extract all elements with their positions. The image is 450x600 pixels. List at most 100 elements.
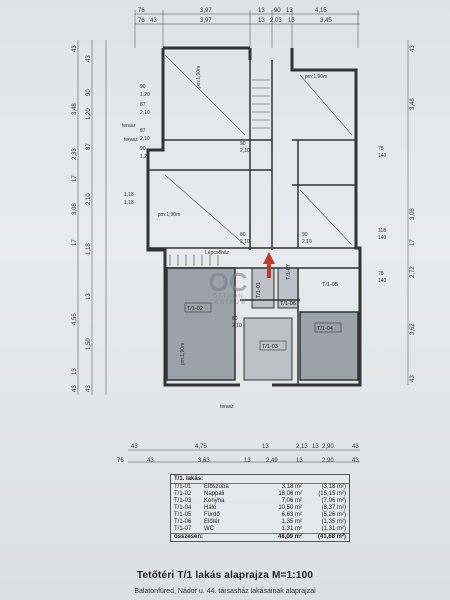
- room-label-t107: T/1-07: [286, 264, 292, 280]
- left-dim-8: 43: [72, 385, 78, 392]
- top-dim-2-1: 43: [150, 18, 157, 24]
- room-label-t106: T/1-06: [280, 301, 296, 307]
- pm-label-3: pm:1,90m: [158, 212, 180, 218]
- terrace-label-1: terasz: [122, 123, 136, 129]
- cell-area2: (5,26 m²): [321, 512, 346, 518]
- right-dim-4: 2,72: [410, 266, 416, 278]
- cell-area2: (15,15 m²): [318, 491, 346, 497]
- top-dim-1-1: 3,97: [200, 8, 212, 14]
- rside-num-4: 78: [378, 271, 384, 277]
- cell-name: Háló: [204, 505, 217, 511]
- side-num-4: 87: [140, 128, 146, 134]
- terrace-label-3: terasz: [220, 404, 234, 410]
- cell-area: 10,50 m²: [278, 505, 302, 511]
- staircase: [169, 79, 270, 266]
- door-dim-7: 80: [232, 316, 238, 322]
- rside-num-5: 140: [378, 278, 387, 284]
- bottom-dim-1-5: 2,90: [322, 444, 334, 450]
- area-table-total: összesen: 48,09 m² (41,68 m²): [171, 533, 349, 541]
- watermark-logo: OC: [208, 267, 248, 297]
- left-inner-1: 90: [86, 89, 92, 96]
- cell-area: 3,18 m²: [281, 484, 302, 490]
- entrance-arrow-icon: [263, 252, 275, 278]
- left-dim-7: 13: [72, 368, 78, 375]
- rside-num-3: 140: [378, 235, 387, 241]
- door-dim-4: 2,10: [240, 148, 250, 154]
- side-num-2: 87: [140, 102, 146, 108]
- left-inner-4: 2,10: [86, 193, 92, 205]
- left-dimension-lines: [77, 40, 107, 395]
- right-side-numbers: 78 140 118 140 78 140: [378, 146, 387, 284]
- top-dim-1-4: 13: [286, 8, 293, 14]
- door-dim-3: 90: [240, 141, 246, 147]
- left-inner-8: 43: [86, 385, 92, 392]
- cell-area2: (1,31 m²): [321, 526, 346, 532]
- left-inner-3: 87: [86, 143, 92, 150]
- top-dimension-lines: [134, 10, 360, 48]
- left-inner-5: 1,18: [86, 243, 92, 255]
- top-dimensions: 76 3,97 13 90 13 4,15 76 43 3,97 13 2,03…: [138, 8, 332, 24]
- left-dim-5: 17: [72, 239, 78, 246]
- cell-code: T/1-02: [174, 491, 192, 497]
- bottom-dim-1-3: 2,13: [296, 444, 308, 450]
- side-num-3: 2,10: [140, 110, 150, 116]
- door-dim-8: 2,10: [232, 323, 242, 329]
- bottom-dim-1-1: 4,75: [195, 444, 207, 450]
- cell-area: 1,35 m²: [281, 519, 302, 525]
- door-dim-2: 2,10: [240, 239, 250, 245]
- interior-walls: [148, 60, 360, 385]
- cell-area: 7,06 m²: [281, 498, 302, 504]
- cell-area2: (8,37 m²): [321, 505, 346, 511]
- side-num-8: 1,18: [124, 192, 134, 198]
- room-label-t102: T/1-02: [187, 306, 203, 312]
- side-num-1: 1,20: [140, 92, 150, 98]
- cell-code: T/1-05: [174, 512, 192, 518]
- bottom-dim-2-6: 2,90: [322, 458, 334, 464]
- cell-area2: (7,06 m²): [321, 498, 346, 504]
- side-num-9: 1,18: [124, 200, 134, 206]
- total-area: 48,09 m²: [277, 534, 302, 540]
- bottom-dim-2-5: 13: [296, 458, 303, 464]
- cell-area: 18,06 m²: [278, 491, 302, 497]
- top-dim-1-3: 90: [274, 8, 281, 14]
- cell-name: Konyha: [204, 498, 225, 504]
- bottom-dim-2-4: 2,49: [266, 458, 278, 464]
- pm-label-4: pm:1,90m: [180, 343, 186, 365]
- room-label-t101: T/1-01: [256, 282, 262, 298]
- cell-area2: (3,18 m²): [321, 484, 346, 490]
- left-inner-2: 1,20: [86, 108, 92, 120]
- top-dim-2-4: 2,03: [270, 18, 282, 24]
- area-table-header: T/1. lakás:: [171, 475, 349, 484]
- cell-area: 6,63 m²: [281, 512, 302, 518]
- top-dim-2-6: 3,45: [320, 18, 332, 24]
- left-dim-2: 2,33: [72, 148, 78, 160]
- plan-title: Tetőtéri T/1 lakás alaprajza M=1:100: [136, 570, 314, 581]
- cell-name: Előszoba: [204, 484, 229, 490]
- watermark-text-2: CENTRUM: [209, 300, 247, 306]
- bottom-dim-2-0: 76: [117, 458, 124, 464]
- side-num-5: 2,10: [140, 136, 150, 142]
- left-inner-7: 1,50: [86, 338, 92, 350]
- roof-slope-lines: [164, 54, 353, 246]
- staircase-label: Lépcsőház: [205, 250, 230, 256]
- rside-num-0: 78: [378, 146, 384, 152]
- otthon-centrum-watermark: OC OTTHON CENTRUM: [198, 267, 258, 306]
- room-label-t103: T/1-03: [262, 344, 278, 350]
- left-inner-6: 13: [86, 293, 92, 300]
- pm-label-1: pm:1,90m: [196, 66, 202, 88]
- bottom-dim-1-6: 43: [352, 444, 359, 450]
- cell-code: T/1-03: [174, 498, 192, 504]
- terrace-label-2: terasz: [124, 137, 138, 143]
- room-label-t104: T/1-04: [317, 326, 333, 332]
- door-dim-6: 2,10: [302, 239, 312, 245]
- cell-area2: (1,35 m²): [321, 519, 346, 525]
- bottom-dimensions: 43 4,75 13 2,13 13 2,90 43 76 43 3,63 13…: [117, 444, 359, 464]
- room-labels: T/1-02 T/1-01 T/1-03 T/1-04 T/1-05 T/1-0…: [184, 264, 342, 351]
- right-dim-1: 3,48: [410, 98, 416, 110]
- right-dim-5: 3,62: [410, 323, 416, 335]
